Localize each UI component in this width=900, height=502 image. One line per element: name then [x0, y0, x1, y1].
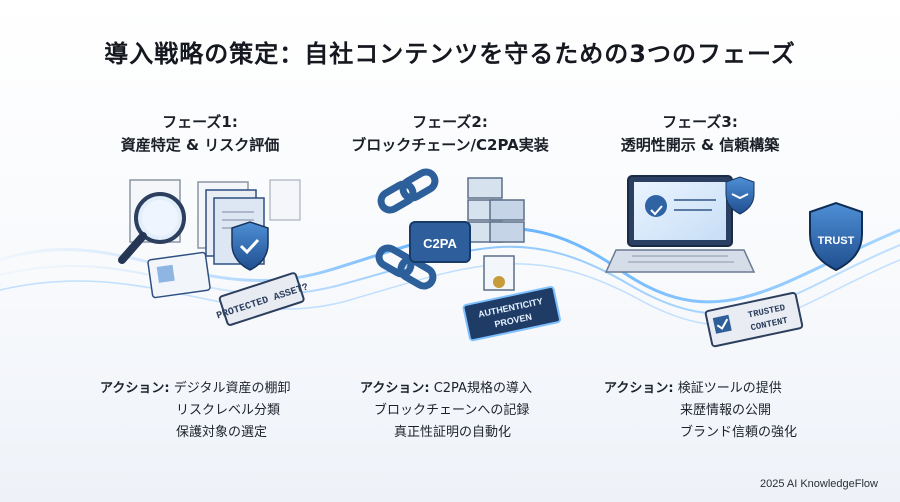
c2pa-chip-label: C2PA: [423, 236, 457, 251]
phase-2-illustration: C2PA AUTHENTICITY PROVEN: [375, 168, 561, 342]
phase-1-actions: アクション: デジタル資産の棚卸 リスクレベル分類 保護対象の選定: [100, 378, 290, 444]
phase-3-actions: アクション: 検証ツールの提供 来歴情報の公開 ブランド信頼の強化: [604, 378, 797, 444]
phase-1-action-3: 保護対象の選定: [176, 425, 268, 440]
phase-1-action-2: リスクレベル分類: [176, 403, 281, 418]
server-stack-icon: [467, 177, 525, 243]
phase-2-title: ブロックチェーン/C2PA実装: [351, 136, 549, 154]
phase-1-illustration: PROTECTED ASSET?: [118, 179, 310, 326]
authenticity-badge: AUTHENTICITY PROVEN: [462, 285, 561, 342]
phase-3-illustration: TRUST TRUSTED CONTENT: [604, 175, 863, 348]
trusted-content-badge: TRUSTED CONTENT: [704, 291, 804, 348]
award-ribbon-icon: [645, 195, 716, 217]
phase-1-title: 資産特定 & リスク評価: [120, 136, 280, 154]
phase-2-actions: アクション: C2PA規格の導入 ブロックチェーンへの記録 真正性証明の自動化: [360, 378, 532, 444]
shield-check-icon: [231, 221, 269, 271]
phase-3-heading: フェーズ3: 透明性開示 & 信頼構築: [570, 111, 830, 157]
trust-label: TRUST: [818, 235, 855, 247]
phase-2-heading: フェーズ2: ブロックチェーン/C2PA実装: [320, 111, 580, 157]
phase-1-action-1: デジタル資産の棚卸: [173, 381, 291, 396]
phase-1-number: フェーズ1:: [162, 113, 238, 131]
phase-3-action-1: 検証ツールの提供: [677, 381, 782, 396]
certificate-icon: [483, 255, 515, 291]
id-card-icon: [147, 251, 211, 299]
magnifying-glass-icon: [118, 192, 186, 264]
chain-link-icon: [375, 168, 439, 290]
c2pa-chip-icon: C2PA: [409, 221, 471, 263]
trust-shield-icon: TRUST: [809, 201, 863, 272]
phase-1-action-label: アクション:: [100, 381, 170, 396]
phase-2-action-3: 真正性証明の自動化: [394, 425, 512, 440]
phase-3-title: 透明性開示 & 信頼構築: [620, 136, 780, 154]
phase-3-action-3: ブランド信頼の強化: [680, 425, 798, 440]
handshake-shield-icon: [725, 176, 755, 215]
phase-3-number: フェーズ3:: [662, 113, 738, 131]
phase-2-number: フェーズ2:: [412, 113, 488, 131]
phase-3-action-label: アクション:: [604, 381, 674, 396]
phase-1-heading: フェーズ1: 資産特定 & リスク評価: [70, 111, 330, 157]
phase-3-action-2: 来歴情報の公開: [680, 403, 772, 418]
page-title: 導入戦略の策定：自社コンテンツを守るための3つのフェーズ: [104, 40, 796, 68]
phase-2-action-2: ブロックチェーンへの記録: [374, 403, 530, 418]
phase-2-action-label: アクション:: [360, 381, 430, 396]
phase-2-action-1: C2PA規格の導入: [433, 381, 532, 396]
footer-credit: 2025 AI KnowledgeFlow: [759, 478, 878, 490]
phases-illustration: PROTECTED ASSET? C2PA AUTHENTICITY: [0, 168, 900, 348]
